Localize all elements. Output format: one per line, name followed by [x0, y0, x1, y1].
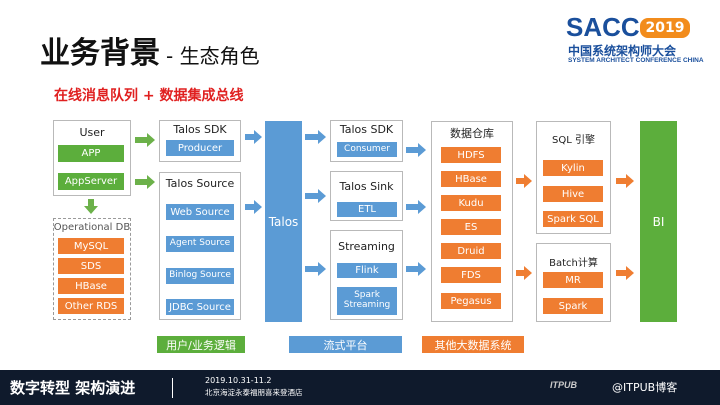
appserver-box: AppServer [58, 173, 124, 190]
footer-divider [172, 378, 173, 398]
batch-label: Batch计算 [549, 258, 598, 269]
es-box: ES [441, 219, 501, 235]
footer-date: 2019.10.31-11.2 [205, 376, 272, 385]
arrow-warehouse-to-batch [516, 266, 532, 280]
pegasus-box: Pegasus [441, 293, 501, 309]
arrow-sdk-to-talos [245, 130, 262, 144]
arrow-warehouse-to-sql [516, 174, 532, 188]
kylin-box: Kylin [543, 160, 603, 176]
mr-box: MR [543, 272, 603, 288]
spark-sql-box: Spark SQL [543, 211, 603, 227]
arrow-talos-to-streaming [305, 262, 326, 276]
sql-engine-label: SQL 引擎 [552, 135, 595, 146]
binlog-source-box: Binlog Source [166, 268, 234, 284]
consumer-box: Consumer [337, 142, 397, 157]
arrow-sink-to-warehouse [406, 200, 426, 214]
hive-box: Hive [543, 186, 603, 202]
title-sub: - 生态角色 [166, 44, 260, 68]
footer-bar [0, 370, 720, 405]
app-box: APP [58, 145, 124, 162]
page-title: 业务背景- 生态角色 [40, 28, 260, 72]
talos-sink-label: Talos Sink [339, 180, 394, 193]
druid-box: Druid [441, 243, 501, 259]
mysql-box: MySQL [58, 238, 124, 254]
streaming-label: Streaming [338, 240, 395, 253]
etl-box: ETL [337, 202, 397, 217]
bi-box: BI [640, 121, 677, 322]
talos-sdk-in-label: Talos SDK [173, 123, 227, 136]
arrow-user-to-sdk [135, 133, 155, 147]
hbase-box: HBase [441, 171, 501, 187]
warehouse-label: 数据仓库 [450, 127, 494, 140]
page-subtitle: 在线消息队列 + 数据集成总线 [54, 88, 244, 104]
footer-watermark: @ITPUB博客 [612, 381, 678, 394]
user-group-label: User [79, 126, 105, 139]
arrow-sql-to-bi [616, 174, 634, 188]
logo-year: 2019 [640, 18, 690, 38]
jdbc-source-box: JDBC Source [166, 299, 234, 315]
producer-box: Producer [166, 140, 234, 156]
arrow-appserver-to-source [135, 175, 155, 189]
fds-box: FDS [441, 267, 501, 283]
arrow-streaming-to-warehouse [406, 262, 426, 276]
agent-source-box: Agent Source [166, 236, 234, 252]
arrow-consumer-to-warehouse [406, 143, 426, 157]
other-rds-box: Other RDS [58, 298, 124, 314]
talos-sdk-out-label: Talos SDK [339, 123, 394, 136]
spark-streaming-box: Spark Streaming [337, 287, 397, 315]
title-main: 业务背景 [40, 36, 160, 71]
sds-box: SDS [58, 258, 124, 274]
logo-brand: SACC [566, 12, 640, 42]
talos-source-label: Talos Source [165, 177, 235, 190]
logo-en: SYSTEM ARCHITECT CONFERENCE CHINA [568, 57, 704, 64]
footer-logo: ITPUB [550, 380, 577, 390]
flink-box: Flink [337, 263, 397, 278]
kudu-box: Kudu [441, 195, 501, 211]
arrow-talos-to-sink [305, 189, 326, 203]
arrow-source-to-talos [245, 200, 262, 214]
arrow-talos-to-consumer [305, 130, 326, 144]
footer-slogan: 数字转型 架构演进 [10, 379, 136, 397]
hbase-db-box: HBase [58, 278, 124, 294]
caption-stream-platform: 流式平台 [289, 336, 402, 353]
arrow-batch-to-bi [616, 266, 634, 280]
operational-db-label: Operational DB [53, 222, 131, 233]
web-source-box: Web Source [166, 204, 234, 220]
hdfs-box: HDFS [441, 147, 501, 163]
logo-cn: 中国系统架构师大会 [568, 44, 677, 58]
footer-venue: 北京海淀永泰福朋喜来登酒店 [205, 388, 303, 397]
talos-box: Talos [265, 121, 302, 322]
arrow-user-to-db [84, 199, 98, 214]
spark-box: Spark [543, 298, 603, 314]
caption-user-logic: 用户/业务逻辑 [157, 336, 245, 353]
caption-bigdata-systems: 其他大数据系统 [422, 336, 524, 353]
